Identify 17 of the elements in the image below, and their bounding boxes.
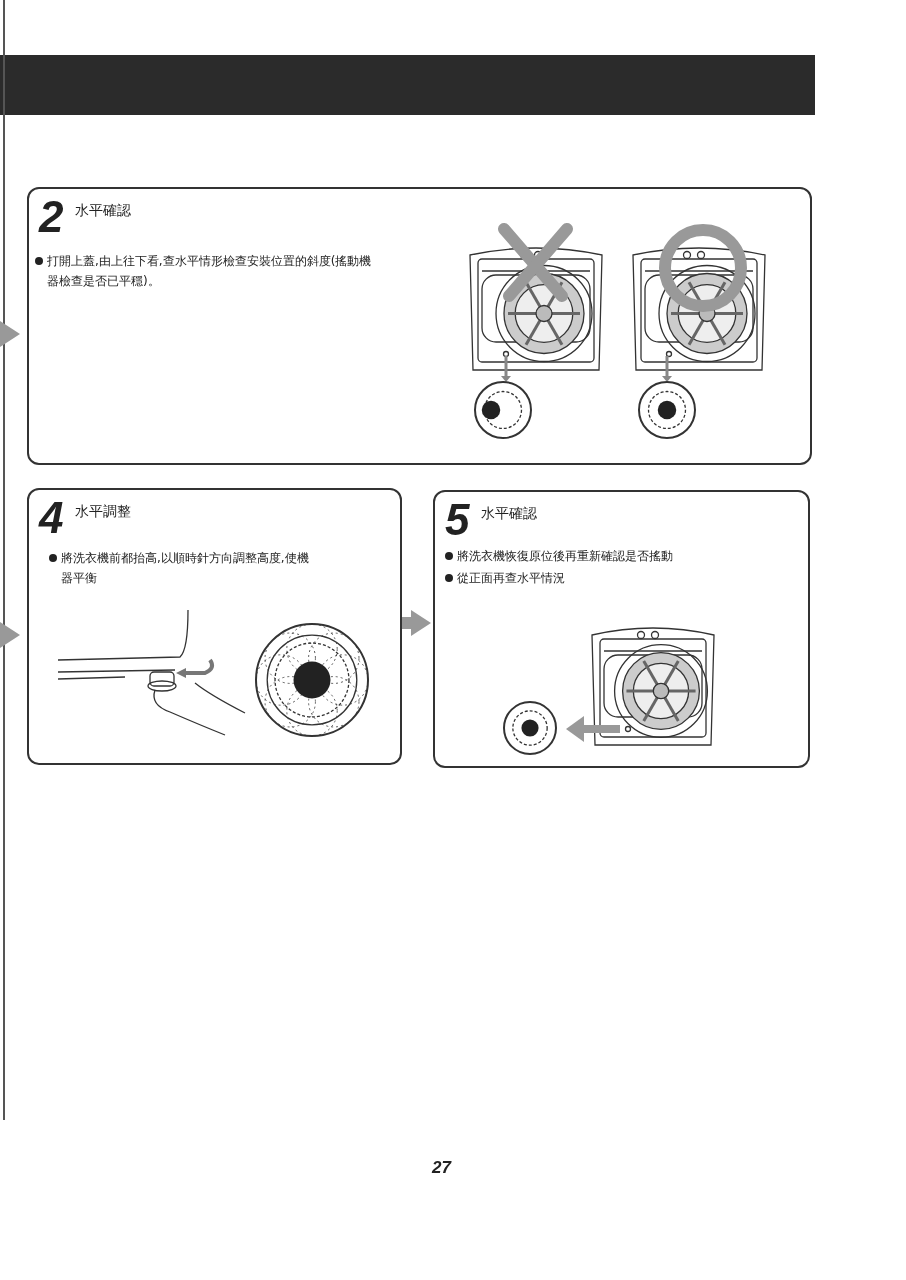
instruction-text: 將洗衣機恢復原位後再重新確認是否搖動 (457, 548, 674, 565)
instruction-text: 將洗衣機前都抬高,以順時針方向調整高度,使機器平衡 (61, 550, 310, 587)
step-panel (27, 187, 812, 465)
step-panel (27, 488, 402, 765)
arrow (0, 321, 20, 347)
step-heading: 水平確認 (75, 201, 131, 219)
step-number: 2 (39, 193, 64, 241)
instruction-text: 打開上蓋,由上往下看,查水平情形檢查安裝位置的斜度(搖動機器檢查是否已平穩)。 (47, 253, 373, 290)
arrow (402, 610, 431, 636)
page-number: 27 (432, 1158, 451, 1178)
step-number: 5 (445, 496, 470, 544)
instruction-text: 從正面再查水平情況 (457, 570, 566, 587)
step-number: 4 (39, 494, 64, 542)
step-heading: 水平確認 (481, 504, 537, 522)
step-heading: 水平調整 (75, 502, 131, 520)
arrow (0, 622, 20, 648)
step-panel (433, 490, 810, 768)
